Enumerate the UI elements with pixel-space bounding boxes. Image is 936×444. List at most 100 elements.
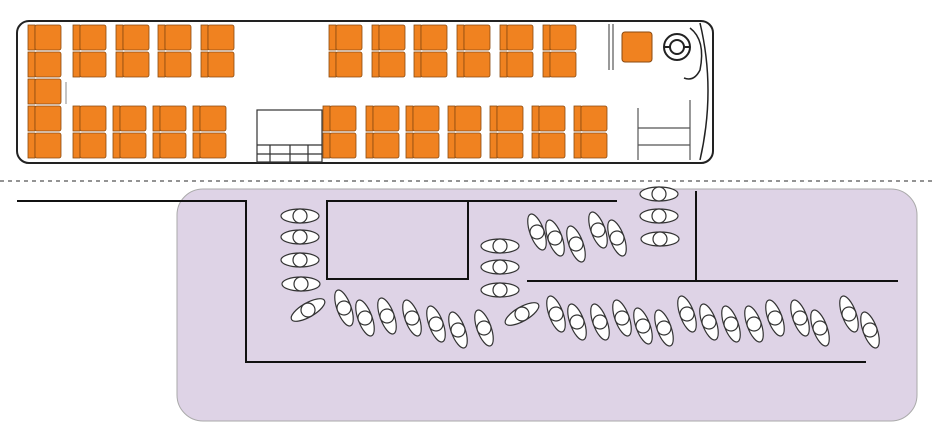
person-topview-icon	[810, 309, 830, 347]
person-topview-icon	[639, 208, 679, 224]
driver-area	[621, 27, 703, 80]
person-topview-icon	[633, 307, 653, 345]
bus-seat-icon	[115, 24, 150, 51]
bus-seat-icon	[405, 105, 440, 132]
middle-door	[256, 109, 323, 163]
bus-seat-icon	[27, 78, 62, 105]
bus-seat-icon	[157, 24, 192, 51]
person-topview-icon	[545, 219, 565, 257]
bus-seat-icon	[456, 51, 491, 78]
steering-wheel-icon	[663, 33, 691, 61]
bus-seat-icon	[328, 51, 363, 78]
bus-seat-icon	[157, 51, 192, 78]
bus-seat-icon	[447, 105, 482, 132]
queue-barriers	[17, 191, 898, 363]
bus-seat-icon	[192, 105, 227, 132]
bus-seat-icon	[192, 132, 227, 159]
bus-seat-icon	[573, 132, 608, 159]
bus-seat-icon	[499, 24, 534, 51]
front-door	[608, 24, 691, 160]
driver-seat-icon	[621, 31, 653, 63]
bus-seat-icon	[456, 24, 491, 51]
person-topview-icon	[280, 252, 320, 268]
bus-seat-icon	[413, 51, 448, 78]
bus-seat-icon	[200, 24, 235, 51]
person-topview-icon	[281, 276, 321, 292]
bus-seat-icon	[112, 132, 147, 159]
bus-seat-icon	[72, 132, 107, 159]
bus-seat-icon	[531, 132, 566, 159]
person-topview-icon	[355, 299, 375, 337]
seat-rows	[27, 24, 608, 159]
person-topview-icon	[699, 303, 719, 341]
bus-seat-icon	[115, 51, 150, 78]
person-topview-icon	[546, 295, 566, 333]
bus-seat-icon	[371, 51, 406, 78]
person-topview-icon	[504, 302, 540, 326]
person-topview-icon	[640, 231, 680, 247]
bus-seat-icon	[573, 105, 608, 132]
person-topview-icon	[567, 303, 587, 341]
bus-seat-icon	[531, 105, 566, 132]
person-topview-icon	[566, 225, 586, 263]
bus-seat-icon	[27, 24, 62, 51]
bus-seat-icon	[499, 51, 534, 78]
bus-seat-icon	[447, 132, 482, 159]
bus-seat-icon	[365, 132, 400, 159]
bus-seat-icon	[489, 105, 524, 132]
bus-seat-icon	[72, 105, 107, 132]
bus-seat-icon	[542, 51, 577, 78]
person-topview-icon	[402, 299, 422, 337]
bus-seat-icon	[328, 24, 363, 51]
bus-seat-icon	[72, 51, 107, 78]
person-topview-icon	[744, 305, 764, 343]
bus-front	[699, 22, 709, 161]
person-topview-icon	[280, 229, 320, 245]
barrier-outer	[17, 200, 866, 363]
person-topview-icon	[607, 219, 627, 257]
person-topview-icon	[474, 309, 494, 347]
person-topview-icon	[426, 305, 446, 343]
bus-seat-icon	[27, 51, 62, 78]
person-topview-icon	[639, 186, 679, 202]
bus-seat-icon	[200, 51, 235, 78]
person-topview-icon	[790, 299, 810, 337]
person-topview-icon	[860, 311, 880, 349]
person-topview-icon	[721, 305, 741, 343]
person-topview-icon	[839, 295, 859, 333]
bus-seat-icon	[27, 105, 62, 132]
bus-seat-icon	[322, 132, 357, 159]
person-topview-icon	[448, 311, 468, 349]
bus-seat-icon	[413, 24, 448, 51]
bus-seat-icon	[365, 105, 400, 132]
bus-seat-icon	[152, 132, 187, 159]
bus-seat-icon	[405, 132, 440, 159]
bus-seat-icon	[152, 105, 187, 132]
person-topview-icon	[480, 282, 520, 298]
bus-seat-icon	[27, 132, 62, 159]
bus-seat-icon	[542, 24, 577, 51]
person-topview-icon	[334, 289, 354, 327]
person-topview-icon	[527, 213, 547, 251]
bus-seat-icon	[489, 132, 524, 159]
bus-seat-icon	[72, 24, 107, 51]
barrier-inner-box	[326, 200, 469, 280]
person-topview-icon	[765, 299, 785, 337]
person-topview-icon	[280, 208, 320, 224]
dashboard	[683, 27, 703, 80]
queue-people	[280, 186, 880, 349]
person-topview-icon	[588, 211, 608, 249]
person-topview-icon	[654, 309, 674, 347]
person-topview-icon	[612, 299, 632, 337]
bus-seat-icon	[371, 24, 406, 51]
person-topview-icon	[590, 303, 610, 341]
person-topview-icon	[480, 259, 520, 275]
bus-seat-icon	[112, 105, 147, 132]
bus-seat-icon	[322, 105, 357, 132]
bus	[16, 20, 714, 164]
person-topview-icon	[290, 298, 326, 322]
person-topview-icon	[480, 238, 520, 254]
person-topview-icon	[677, 295, 697, 333]
person-topview-icon	[377, 297, 397, 335]
